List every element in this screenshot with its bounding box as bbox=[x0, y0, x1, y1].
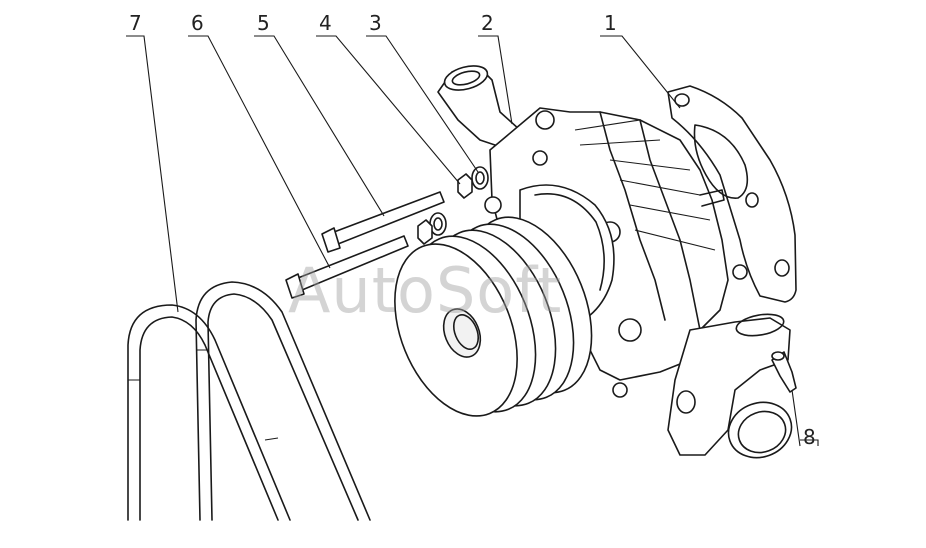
callout-4: 4 bbox=[319, 11, 332, 35]
washer-3 bbox=[429, 166, 489, 236]
fitting-8 bbox=[771, 351, 797, 393]
gasket-1 bbox=[667, 85, 797, 303]
callout-1: 1 bbox=[604, 11, 617, 35]
callout-8: 8 bbox=[803, 425, 816, 449]
nut-4 bbox=[417, 173, 473, 245]
callout-labels: 1 2 3 4 5 6 7 8 bbox=[129, 11, 816, 449]
pulley bbox=[394, 216, 593, 417]
leader-lines bbox=[126, 35, 819, 447]
bolt-5 bbox=[321, 191, 445, 253]
callout-2: 2 bbox=[481, 11, 494, 35]
callout-6: 6 bbox=[191, 11, 204, 35]
watermark: AutoSoft bbox=[288, 254, 562, 327]
drive-belt-7 bbox=[127, 281, 371, 521]
callout-3: 3 bbox=[369, 11, 382, 35]
callout-7: 7 bbox=[129, 11, 142, 35]
callout-5: 5 bbox=[257, 11, 270, 35]
bolt-6 bbox=[285, 235, 409, 299]
